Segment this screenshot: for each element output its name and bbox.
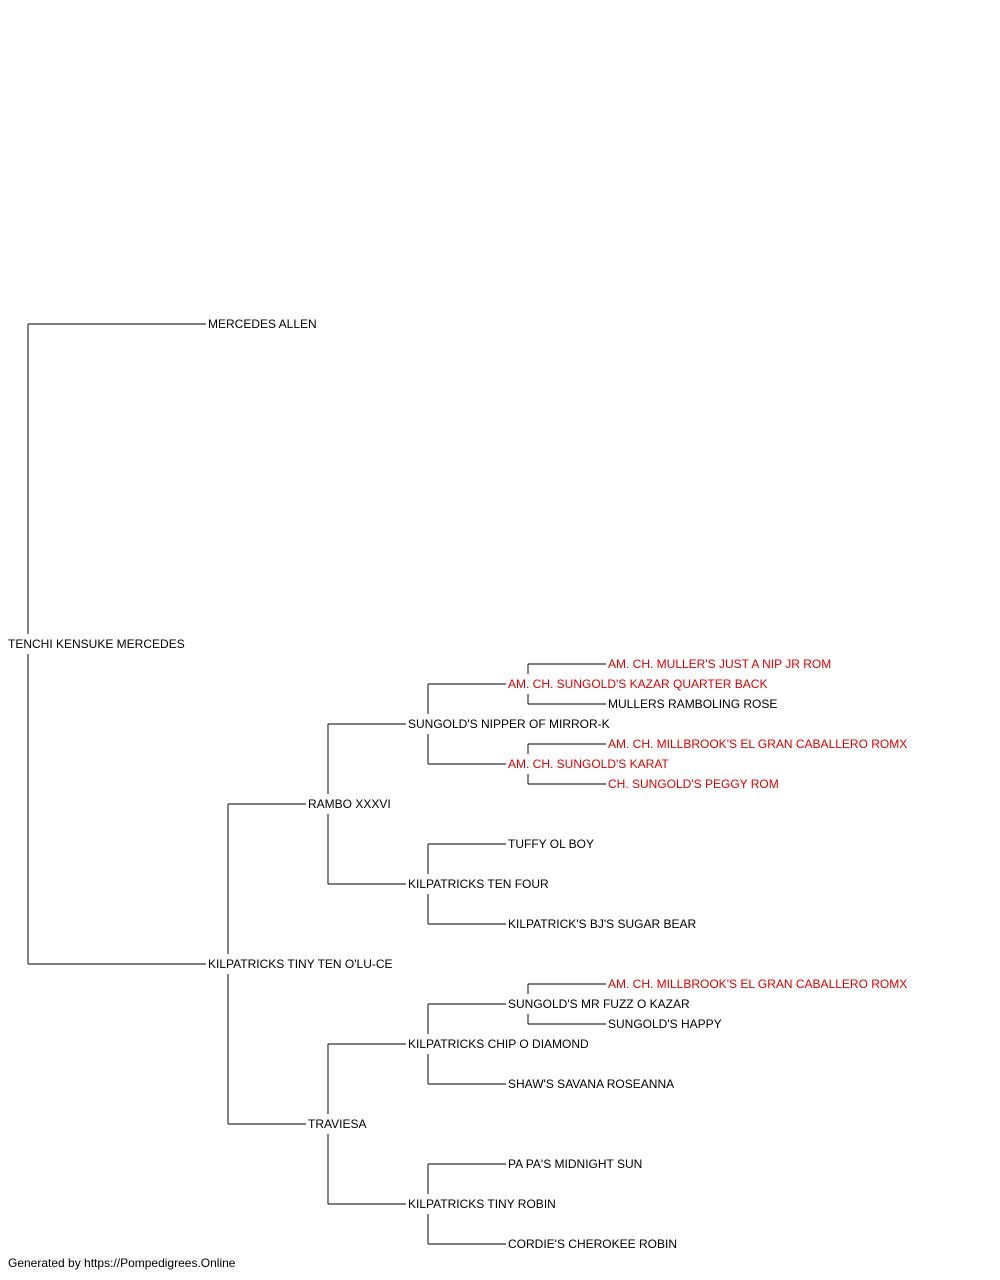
dog-name-ddss-sire: AM. CH. MILLBROOK'S EL GRAN CABALLERO RO… [608, 977, 907, 991]
dog-name-dss-sire: AM. CH. SUNGOLD'S KAZAR QUARTER BACK [508, 677, 767, 691]
dog-name-dam-dam-sire: KILPATRICKS CHIP O DIAMOND [408, 1037, 589, 1051]
dog-name-dsd-dam: KILPATRICK'S BJ'S SUGAR BEAR [508, 917, 697, 931]
dog-name-dam-sire-sire: SUNGOLD'S NIPPER OF MIRROR-K [408, 717, 610, 731]
dog-name-dss-dam: AM. CH. SUNGOLD'S KARAT [508, 757, 669, 771]
dog-name-ddd-sire: PA PA'S MIDNIGHT SUN [508, 1157, 642, 1171]
dog-name-ddd-dam: CORDIE'S CHEROKEE ROBIN [508, 1237, 677, 1251]
dog-name-dam-sire: RAMBO XXXVI [308, 797, 391, 811]
dog-name-dds-dam: SHAW'S SAVANA ROSEANNA [508, 1077, 674, 1091]
dog-name-dssd-dam: CH. SUNGOLD'S PEGGY ROM [608, 777, 779, 791]
dog-name-ddss-dam: SUNGOLD'S HAPPY [608, 1017, 722, 1031]
dog-name-dsss-sire: AM. CH. MULLER'S JUST A NIP JR ROM [608, 657, 831, 671]
dog-name-sire: MERCEDES ALLEN [208, 317, 317, 331]
dog-name-dam-dam: TRAVIESA [308, 1117, 366, 1131]
dog-name-subject: TENCHI KENSUKE MERCEDES [8, 637, 185, 651]
dog-name-dds-sire: SUNGOLD'S MR FUZZ O KAZAR [508, 997, 690, 1011]
footer-credit: Generated by https://Pompedigrees.Online [8, 1256, 236, 1270]
dog-name-dam-dam-dam: KILPATRICKS TINY ROBIN [408, 1197, 556, 1211]
dog-name-dsd-sire: TUFFY OL BOY [508, 837, 594, 851]
dog-name-dam: KILPATRICKS TINY TEN O'LU-CE [208, 957, 393, 971]
dog-name-dssd-sire: AM. CH. MILLBROOK'S EL GRAN CABALLERO RO… [608, 737, 907, 751]
dog-name-dsss-dam: MULLERS RAMBOLING ROSE [608, 697, 777, 711]
dog-name-dam-sire-dam: KILPATRICKS TEN FOUR [408, 877, 549, 891]
